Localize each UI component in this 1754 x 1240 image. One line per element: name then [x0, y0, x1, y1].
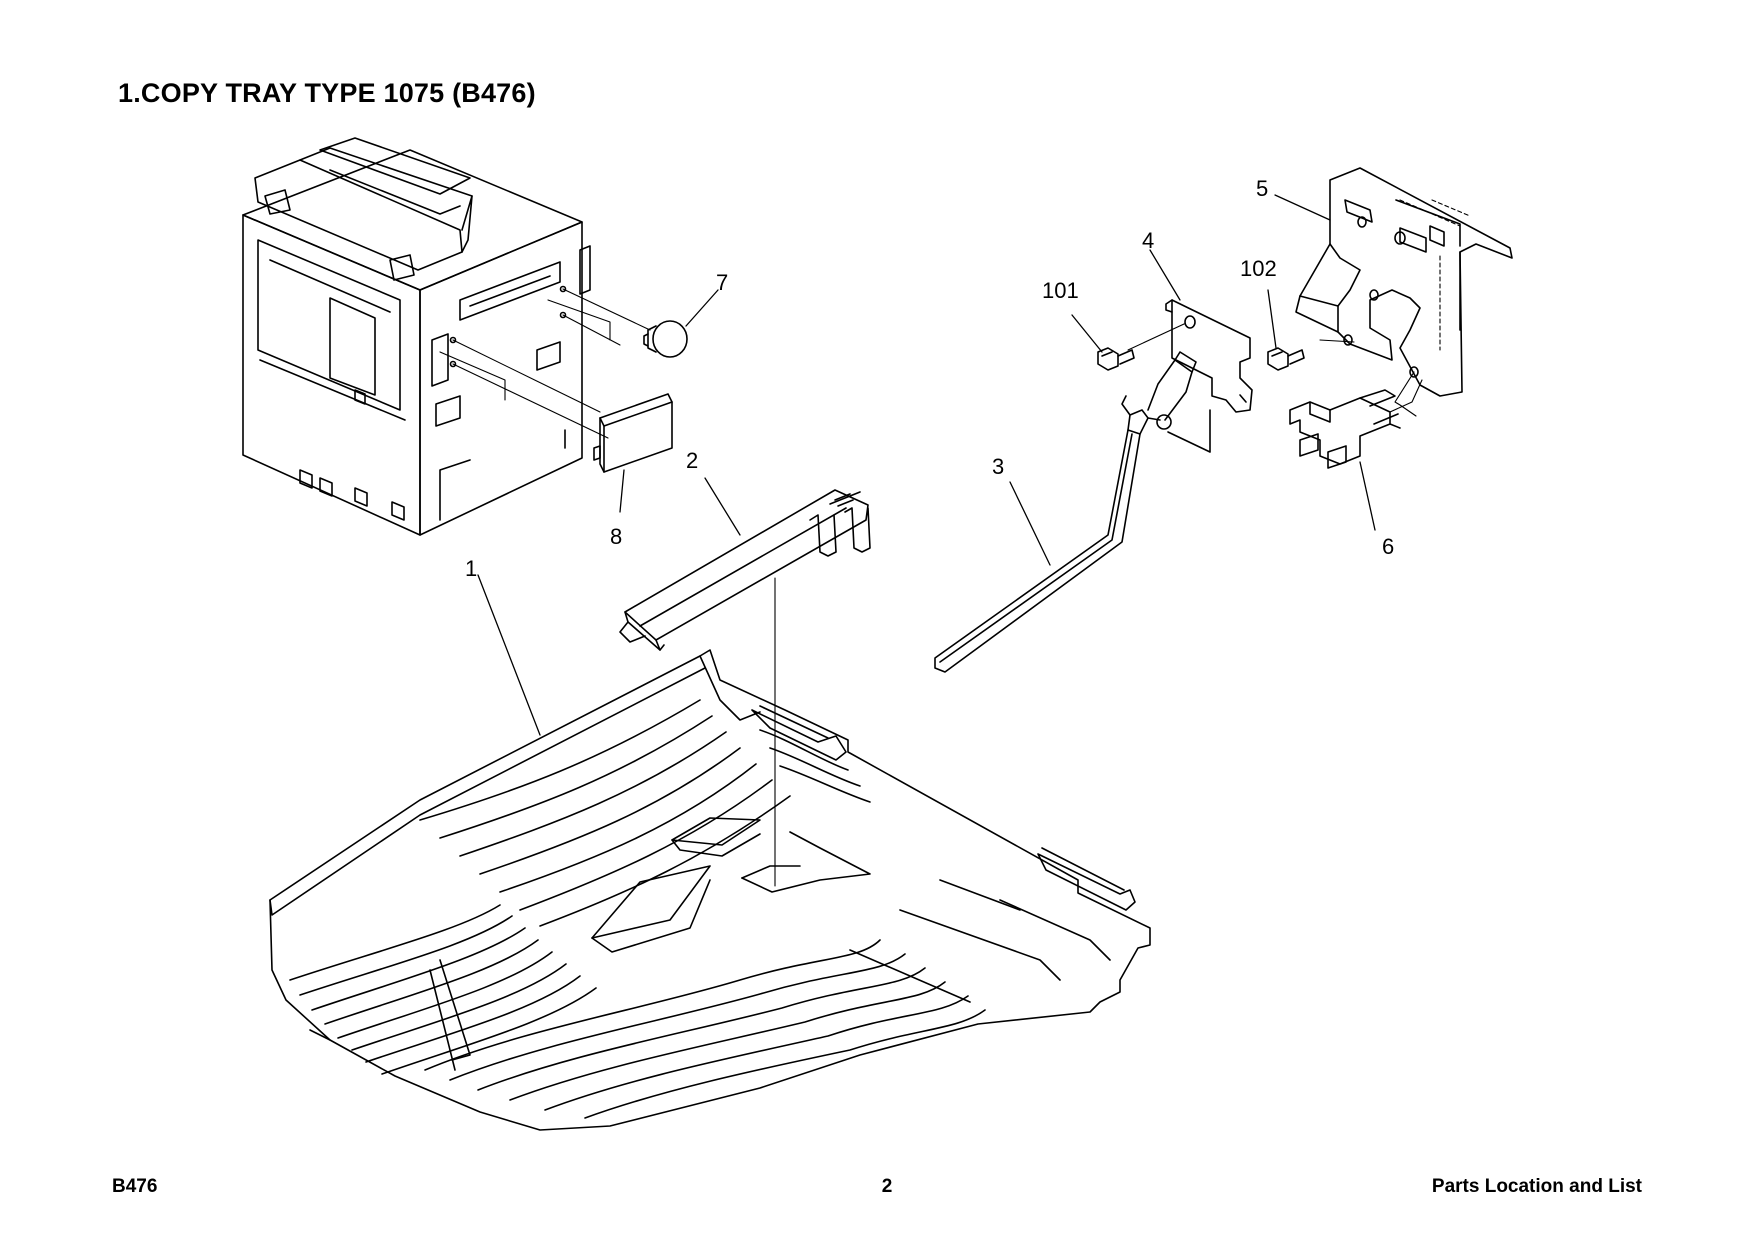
part-6-sensor: [1289, 389, 1401, 469]
callout-6: 6: [1382, 534, 1394, 559]
leader-6: [1359, 461, 1376, 531]
part-2-tray-guide: [619, 489, 871, 651]
assembly-guide-lines: [439, 288, 651, 439]
footer-model: B476: [112, 1176, 158, 1197]
part-8-cover: [593, 393, 673, 473]
callout-102: 102: [1240, 256, 1277, 281]
callout-4: 4: [1142, 228, 1154, 253]
callout-7: 7: [716, 270, 728, 295]
leader-102: [1267, 289, 1277, 349]
callout-3: 3: [992, 454, 1004, 479]
screw-101: [1097, 347, 1135, 371]
leader-3: [1009, 481, 1051, 566]
part-4-bracket: [1165, 299, 1253, 413]
callout-101: 101: [1042, 278, 1079, 303]
leader-1: [477, 574, 541, 736]
guide-lines-part-5: [1319, 339, 1417, 417]
callout-leaders: [477, 194, 1376, 736]
callout-8: 8: [610, 524, 622, 549]
leader-2: [704, 477, 741, 536]
part-5-hidden-lines: [1399, 199, 1471, 351]
callout-labels: 1 2 3 4 5 6 7 8 101 102: [465, 176, 1394, 581]
footer-page-number: 2: [881, 1176, 893, 1197]
leader-8: [619, 469, 625, 513]
leader-5: [1274, 194, 1331, 221]
callout-2: 2: [686, 448, 698, 473]
leader-4: [1149, 249, 1181, 301]
page-title: 1.COPY TRAY TYPE 1075 (B476): [118, 78, 536, 108]
screw-102: [1267, 347, 1305, 371]
part-3-feeler-arm: [934, 351, 1211, 673]
part-5-frame-bracket: [1295, 167, 1513, 397]
callout-1: 1: [465, 556, 477, 581]
callout-5: 5: [1256, 176, 1268, 201]
guide-line-101: [1127, 323, 1185, 351]
part-1-copy-tray: [269, 649, 1151, 1131]
leader-101: [1071, 314, 1103, 353]
leader-7: [685, 289, 719, 327]
guide-line-part-6: [1389, 379, 1423, 413]
footer-section: Parts Location and List: [1431, 1176, 1642, 1197]
copier-main-unit: [242, 137, 591, 536]
part-7-cap: [643, 320, 688, 358]
